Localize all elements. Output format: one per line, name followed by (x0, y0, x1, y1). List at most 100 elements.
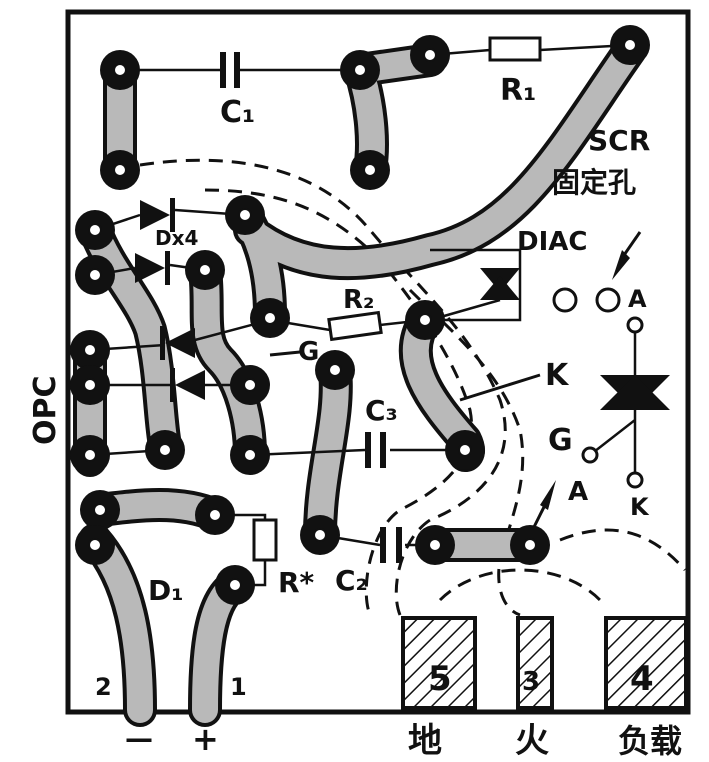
label-scr-fix-hole: 固定孔 (552, 166, 636, 199)
pad (230, 365, 270, 405)
r2-resistor (327, 310, 383, 342)
scr-fix-hole-left (552, 287, 578, 313)
pad (70, 365, 110, 405)
c2-plate-right (396, 527, 402, 563)
pad (75, 255, 115, 295)
label-k: K (545, 358, 570, 393)
label-r-star: R* (278, 566, 315, 599)
label-c2: C₂ (335, 564, 368, 597)
scr-hole-arrow-shaft (620, 231, 642, 259)
scr-terminal-g (581, 446, 599, 464)
labels: C₁ R₁ SCR 固定孔 Dx4 DIAC R₂ G C₃ K OPC A G… (28, 73, 682, 761)
pad (250, 298, 290, 338)
pad (415, 525, 455, 565)
pad (185, 250, 225, 290)
label-a-top: A (628, 285, 647, 313)
pad (100, 50, 140, 90)
pad (510, 525, 550, 565)
label-ground: 地 (408, 721, 442, 761)
pad (100, 150, 140, 190)
pad (225, 195, 265, 235)
c3-plate-left (365, 432, 371, 468)
label-scr: SCR (588, 124, 650, 157)
terminal-number-1: 1 (230, 673, 247, 701)
label-r1: R₁ (500, 73, 536, 108)
pad (70, 330, 110, 370)
g-pointer (269, 350, 301, 357)
pad (350, 150, 390, 190)
pad (75, 525, 115, 565)
components (135, 36, 670, 563)
pad (145, 430, 185, 470)
label-live: 火 (515, 721, 549, 761)
label-opc: OPC (28, 375, 63, 445)
c1-plate-right (234, 52, 240, 88)
terminal-number-3: 3 (522, 667, 540, 697)
isolation-dash-3 (408, 288, 525, 617)
diode-1 (140, 200, 170, 230)
scr-terminal-a (626, 316, 644, 334)
scr-hole-arrow (612, 250, 630, 280)
pad (75, 210, 115, 250)
board-outline (65, 9, 691, 715)
rstar-resistor (252, 518, 278, 562)
label-a-mid: A (568, 477, 588, 507)
isolation-dash-5 (438, 568, 602, 602)
pad (410, 35, 450, 75)
pad (405, 300, 445, 340)
isolation-dash-1 (139, 158, 507, 616)
terminal-number-4: 4 (630, 659, 654, 699)
trace-fill-bridge-mid (192, 257, 263, 468)
scr-body-bottom (600, 375, 670, 410)
pad (80, 490, 120, 530)
terminal-block-load (604, 616, 688, 710)
wire-scr-symbol (589, 325, 637, 480)
pads (70, 25, 650, 605)
terminal-blocks (401, 616, 688, 710)
diode-3-bar (160, 326, 165, 360)
label-load: 负载 (618, 722, 682, 760)
pad (340, 50, 380, 90)
pad (195, 495, 235, 535)
k-pointer (459, 373, 541, 402)
pad (445, 430, 485, 470)
label-g-gate: G (298, 337, 319, 367)
label-diac: DIAC (517, 227, 587, 257)
diac-bottom (480, 276, 520, 300)
c3-plate-right (380, 432, 386, 468)
pad (610, 25, 650, 65)
diode-2 (135, 253, 165, 283)
isolation-dash-4 (559, 528, 687, 571)
pad (70, 435, 110, 475)
scr-fix-hole-right (595, 287, 621, 313)
label-minus: — (125, 722, 153, 755)
terminal-block-ground (401, 616, 477, 710)
pad (300, 515, 340, 555)
pad (230, 435, 270, 475)
a-arrow (540, 480, 556, 510)
label-d1: D₁ (148, 574, 184, 607)
pad (315, 350, 355, 390)
c2-plate-left (380, 527, 386, 563)
trace-fill-bridge-left (82, 217, 178, 458)
label-plus: + (192, 720, 219, 758)
label-g-right: G (548, 423, 573, 458)
c1-plate-left (220, 52, 226, 88)
terminal-number-5: 5 (428, 659, 452, 699)
diode-3 (165, 328, 195, 358)
label-k-right: K (630, 493, 650, 521)
wire-c3 (249, 448, 465, 457)
label-diode-bridge: Dx4 (155, 226, 198, 250)
diode-4-bar (170, 368, 175, 402)
scr-terminal-k (626, 471, 644, 489)
terminal-block-live (516, 616, 554, 710)
label-c1: C₁ (220, 95, 255, 130)
diode-1-bar (170, 198, 175, 232)
diode-4 (175, 370, 205, 400)
label-c3: C₃ (365, 394, 398, 427)
pad (215, 565, 255, 605)
open-holes (552, 287, 644, 489)
terminal-number-2: 2 (95, 673, 112, 701)
